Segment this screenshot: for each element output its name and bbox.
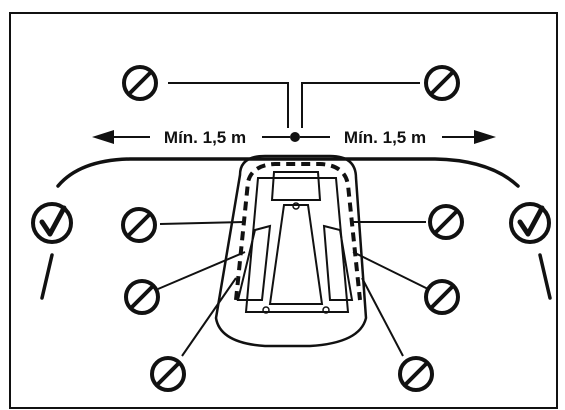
left-arrowhead	[92, 130, 114, 144]
boundary-wire	[40, 157, 552, 300]
left-distance-label: Mín. 1,5 m	[164, 128, 246, 147]
prohibited-icon	[428, 204, 464, 240]
check-circle-icon	[509, 202, 551, 244]
prohibited-icons	[121, 65, 464, 392]
check-circle-icon	[31, 202, 73, 244]
prohibited-icon	[398, 356, 434, 392]
robot-screw-right	[322, 306, 330, 314]
check-icons	[31, 202, 551, 244]
distance-arrows	[92, 123, 496, 149]
robot-outer-shell	[214, 154, 368, 348]
guide-wire-dashed	[234, 162, 362, 301]
connector-top-left	[168, 82, 289, 128]
robot-top-panel	[270, 171, 322, 201]
connector-top-right	[301, 82, 420, 128]
prohibited-icon	[424, 279, 460, 315]
leader-lines	[157, 221, 429, 357]
right-distance-label: Mín. 1,5 m	[344, 128, 426, 147]
prohibited-icon	[121, 207, 157, 243]
robot-left-pad	[236, 224, 272, 301]
diagram-frame	[9, 12, 558, 409]
right-arrowhead	[474, 130, 496, 144]
robot-mower-outline	[214, 154, 368, 348]
robot-right-pad	[322, 224, 354, 301]
prohibited-icon	[150, 356, 186, 392]
prohibited-icon	[424, 65, 460, 101]
center-point	[290, 132, 300, 142]
robot-screw-top	[292, 202, 300, 210]
robot-screw-left	[262, 306, 270, 314]
robot-center-channel	[268, 204, 324, 305]
prohibited-icon	[124, 279, 160, 315]
robot-inner-body	[244, 177, 350, 313]
prohibited-icon	[122, 65, 158, 101]
